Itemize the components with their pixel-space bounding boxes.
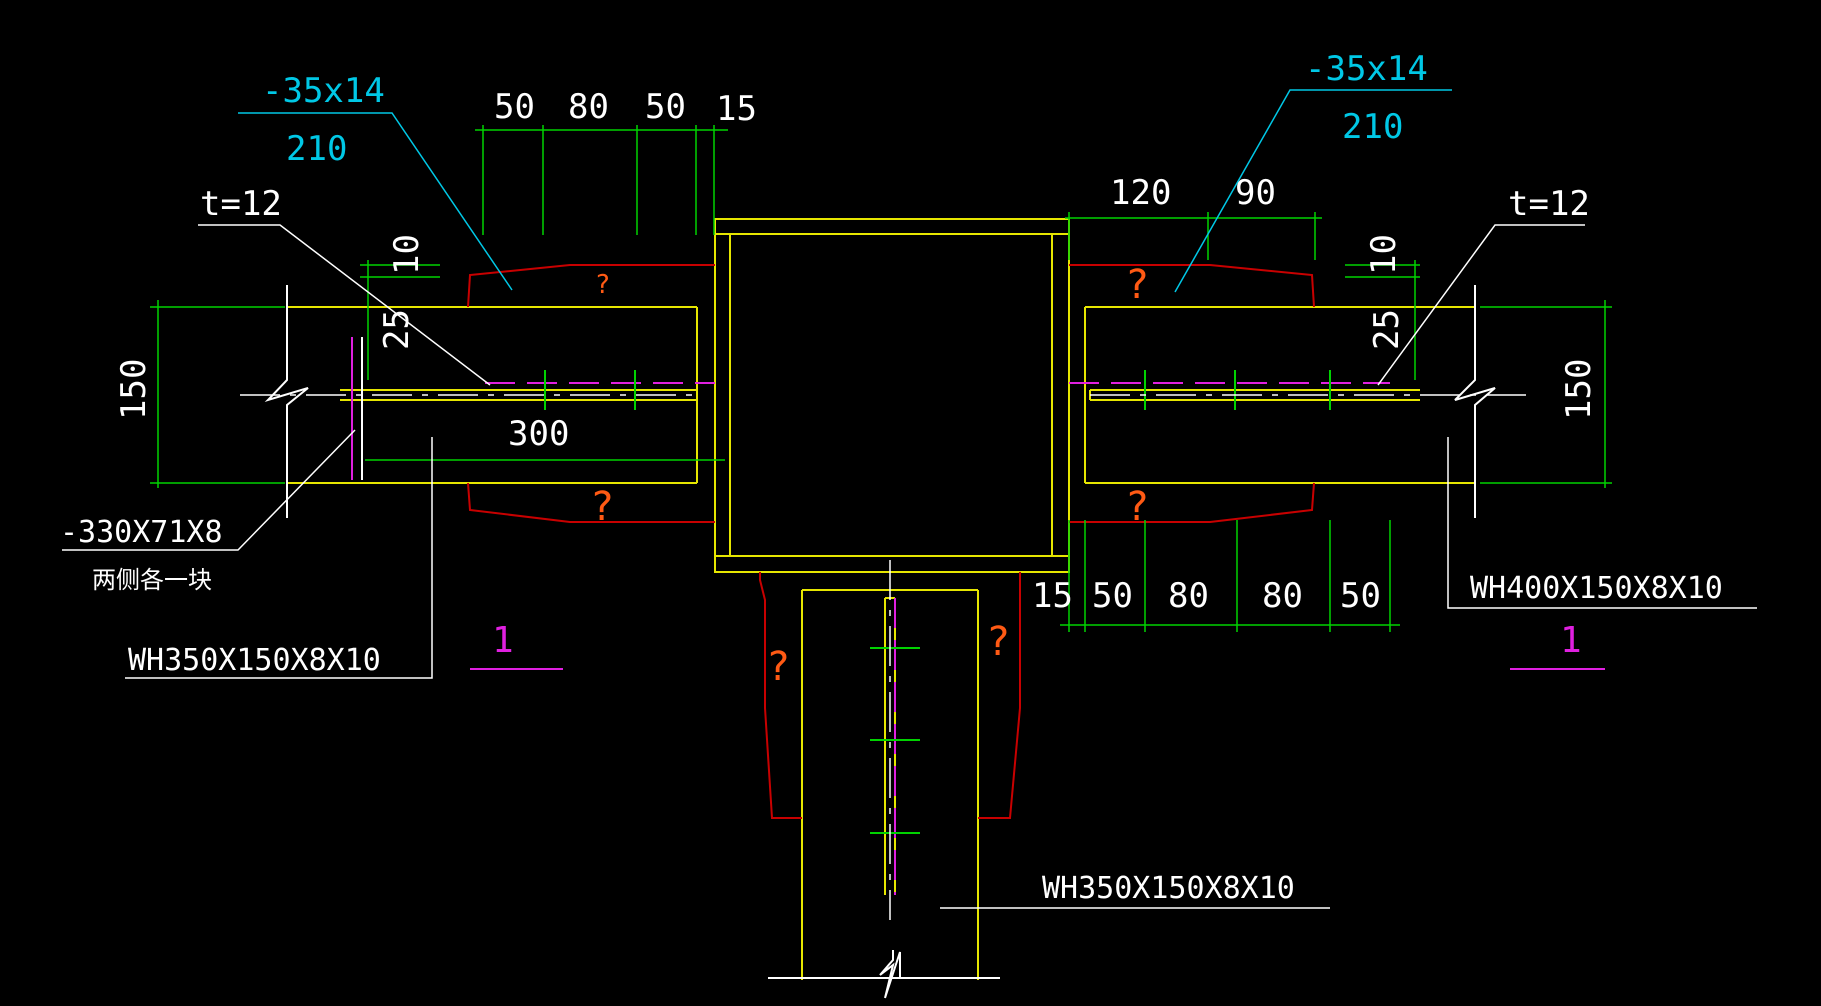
top-right-plate-length: 210 <box>1342 107 1403 147</box>
weld-mark-left-top: ? <box>596 270 610 300</box>
bolt-marks <box>544 370 1331 834</box>
top-right-plate-size: -35x14 <box>1305 49 1428 89</box>
dim-50-d: 50 <box>1340 576 1381 616</box>
cyan-leaders <box>238 89 1452 293</box>
weld-haunches <box>467 264 1315 819</box>
dim-300: 300 <box>508 414 569 454</box>
dim-10-right: 10 <box>1364 234 1404 275</box>
right-thickness-label: t=12 <box>1508 184 1590 224</box>
dim-15-b: 15 <box>1032 576 1073 616</box>
weld-mark-right-top: ? <box>1127 262 1148 308</box>
weld-mark-bottom-left: ? <box>768 644 789 690</box>
white-leaders <box>62 224 1757 909</box>
dim-150-right: 150 <box>1559 359 1599 420</box>
column-section <box>714 218 1070 573</box>
dim-90: 90 <box>1235 173 1276 213</box>
section-mark-right: 1 <box>1560 620 1582 661</box>
splice-plate-note: 两侧各一块 <box>92 566 212 594</box>
left-beam <box>287 306 698 484</box>
bottom-break-line <box>768 950 1000 999</box>
dimension-lines <box>150 125 1612 632</box>
dim-15-a: 15 <box>716 89 757 129</box>
dim-120: 120 <box>1110 173 1171 213</box>
right-beam-label: WH400X150X8X10 <box>1470 571 1723 606</box>
top-left-plate-length: 210 <box>286 129 347 169</box>
top-left-plate-size: -35x14 <box>262 71 385 111</box>
dim-25-right: 25 <box>1367 309 1407 350</box>
left-beam-label: WH350X150X8X10 <box>128 643 381 678</box>
dim-80-a: 80 <box>568 87 609 127</box>
splice-plate-label: -330X71X8 <box>60 515 223 550</box>
right-break-line <box>1454 285 1496 518</box>
dim-80-c: 80 <box>1262 576 1303 616</box>
dim-25-left: 25 <box>377 309 417 350</box>
dim-50-a: 50 <box>494 87 535 127</box>
dim-150-left: 150 <box>114 359 154 420</box>
dim-50-b: 50 <box>645 87 686 127</box>
weld-mark-left-bottom: ? <box>592 484 613 530</box>
dim-80-b: 80 <box>1168 576 1209 616</box>
weld-mark-bottom-right: ? <box>988 619 1009 665</box>
center-lines <box>240 394 1530 920</box>
left-break-line <box>264 285 309 518</box>
dim-50-c: 50 <box>1092 576 1133 616</box>
labels: -35x14 210 -35x14 210 t=12 t=12 50 80 50… <box>60 49 1723 906</box>
dim-10-left: 10 <box>387 234 427 275</box>
bottom-beam-label: WH350X150X8X10 <box>1042 871 1295 906</box>
left-thickness-label: t=12 <box>200 184 282 224</box>
weld-mark-right-bottom: ? <box>1127 484 1148 530</box>
section-mark-left: 1 <box>492 620 514 661</box>
